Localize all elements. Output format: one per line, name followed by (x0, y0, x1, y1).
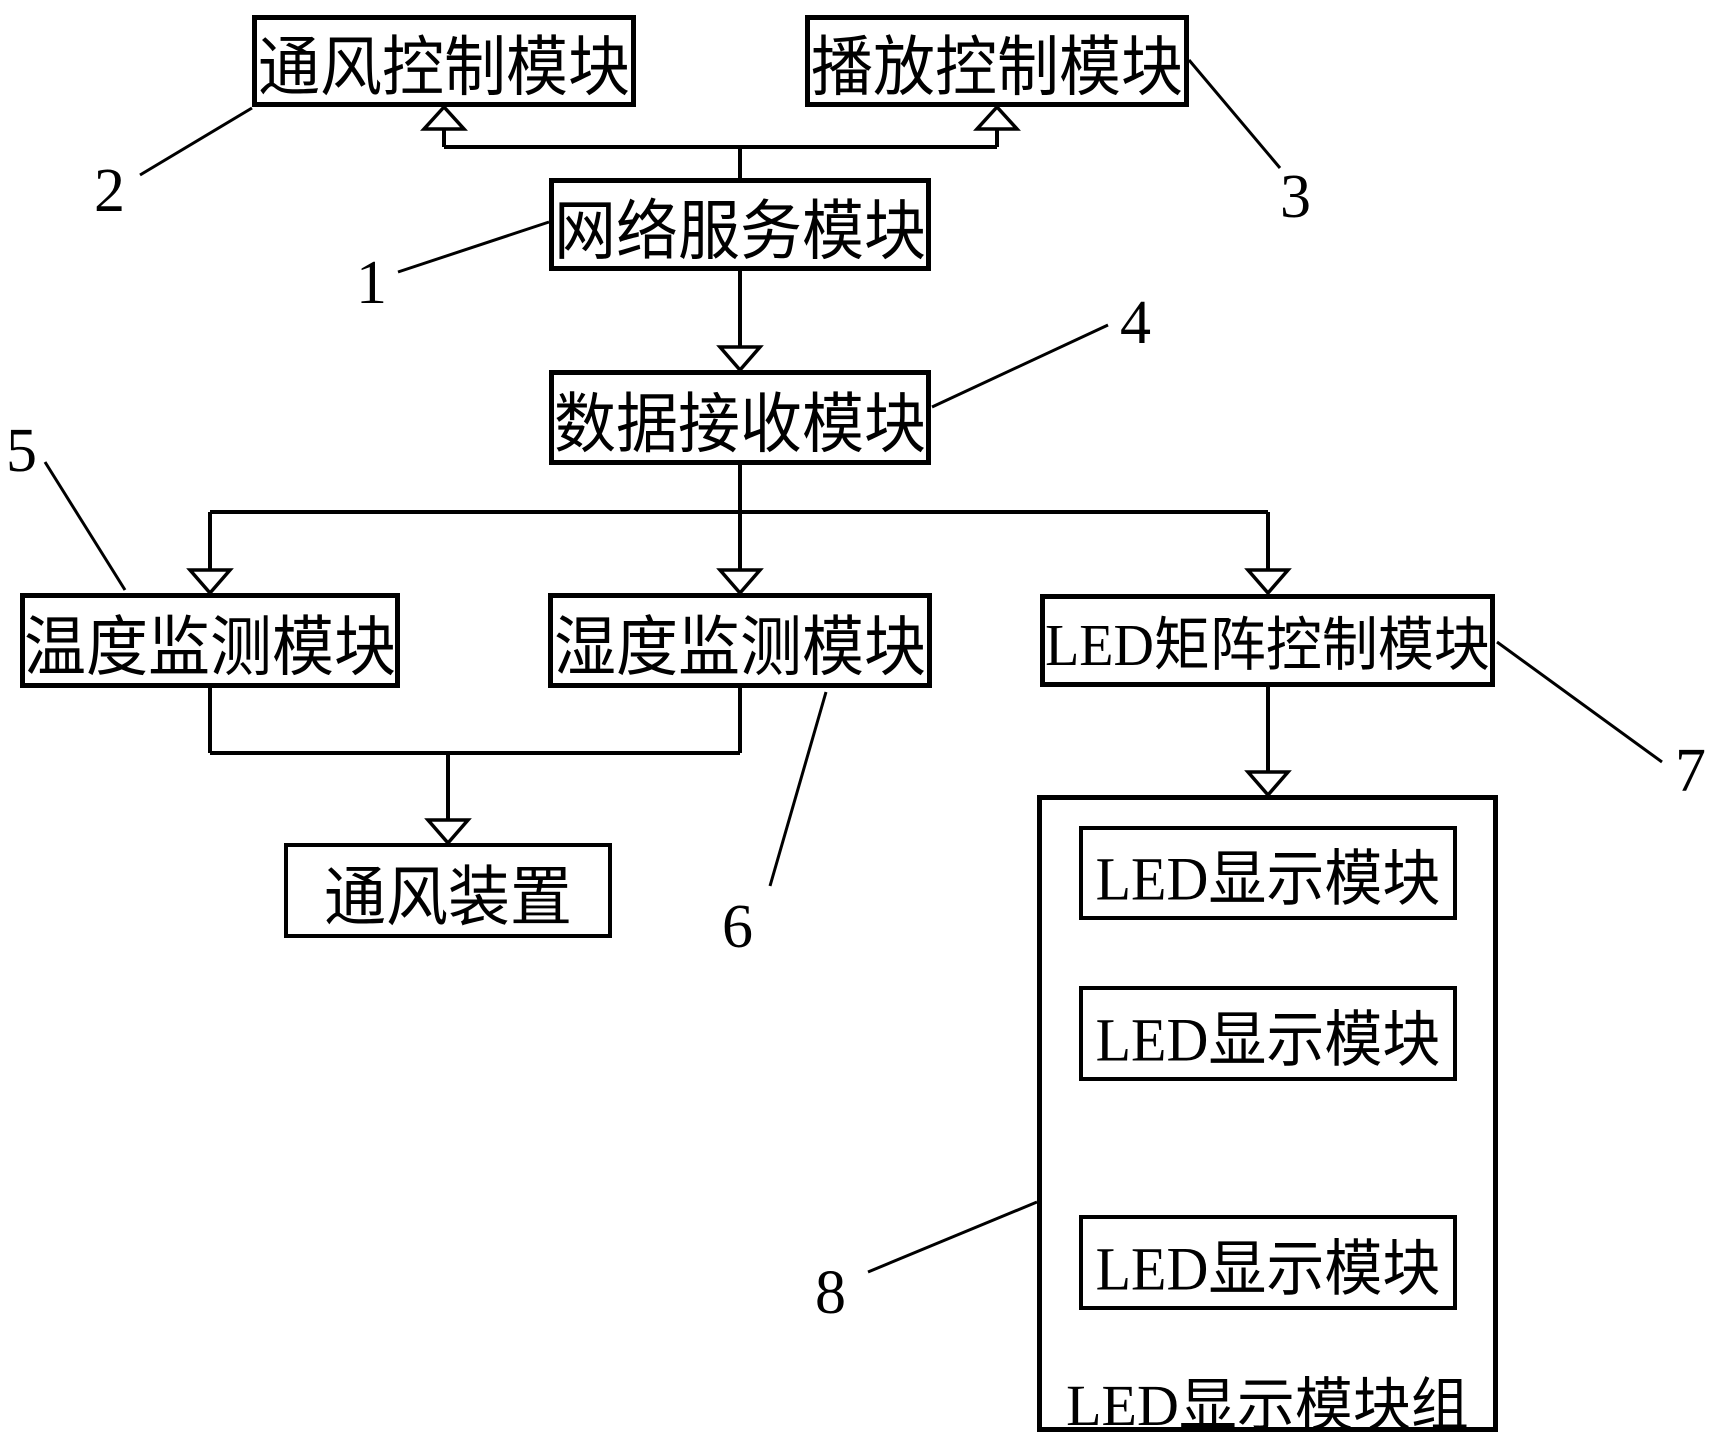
node-temperature-monitor: 温度监测模块 (20, 593, 400, 688)
arrow-up-icon (973, 104, 1021, 131)
node-led-display-1: LED显示模块 (1079, 826, 1457, 920)
wire-group (208, 128, 1270, 820)
node-playback-control: 播放控制模块 (805, 15, 1189, 107)
leader-ref-3 (1187, 59, 1282, 169)
leader-ref-6 (768, 691, 828, 887)
node-led-display-3-label: LED显示模块 (1095, 1234, 1441, 1303)
node-ventilation-device-label: 通风装置 (323, 862, 572, 934)
node-led-matrix-control-label: LED矩阵控制模块 (1045, 613, 1490, 679)
node-led-display-2-label: LED显示模块 (1095, 1005, 1441, 1074)
arrow-up-icon (420, 104, 468, 131)
ref-label-4: 4 (1120, 289, 1151, 357)
node-playback-control-label: 播放控制模块 (810, 32, 1183, 105)
node-humidity-monitor-label: 湿度监测模块 (553, 612, 926, 684)
node-network-service: 网络服务模块 (549, 178, 931, 271)
ref-label-5: 5 (6, 417, 37, 485)
node-ventilation-control-label: 通风控制模块 (257, 32, 630, 105)
node-ventilation-control: 通风控制模块 (252, 15, 636, 107)
arrowhead-group (186, 104, 1292, 846)
ref-label-7: 7 (1675, 737, 1706, 805)
node-network-service-label: 网络服务模块 (554, 196, 927, 268)
leader-line-group (43, 59, 1663, 1274)
node-led-display-3: LED显示模块 (1079, 1215, 1457, 1310)
leader-ref-2 (139, 106, 253, 177)
node-temperature-monitor-label: 温度监测模块 (24, 612, 397, 684)
node-led-display-2: LED显示模块 (1079, 986, 1457, 1081)
leader-ref-5 (43, 461, 127, 591)
led-group-caption: LED显示模块组 (1066, 1373, 1469, 1438)
ref-label-3: 3 (1280, 163, 1311, 231)
arrow-down-icon (1244, 770, 1292, 798)
node-humidity-monitor: 湿度监测模块 (548, 593, 932, 688)
node-ventilation-device: 通风装置 (284, 843, 612, 938)
node-led-display-1-label: LED显示模块 (1095, 844, 1441, 913)
node-data-receive-label: 数据接收模块 (554, 389, 927, 461)
leader-ref-7 (1496, 640, 1663, 764)
arrow-down-icon (1244, 568, 1292, 596)
arrow-down-icon (186, 568, 234, 596)
leader-ref-8 (867, 1200, 1038, 1274)
arrow-down-icon (424, 818, 472, 846)
leader-ref-1 (397, 220, 550, 274)
ref-label-2: 2 (94, 157, 125, 225)
arrow-down-icon (716, 345, 764, 373)
ref-label-1: 1 (356, 249, 387, 317)
ref-label-8: 8 (815, 1259, 846, 1327)
ref-label-6: 6 (722, 893, 753, 961)
leader-ref-4 (931, 323, 1109, 409)
node-led-matrix-control: LED矩阵控制模块 (1040, 594, 1495, 687)
arrow-down-icon (716, 568, 764, 596)
node-data-receive: 数据接收模块 (549, 370, 931, 465)
